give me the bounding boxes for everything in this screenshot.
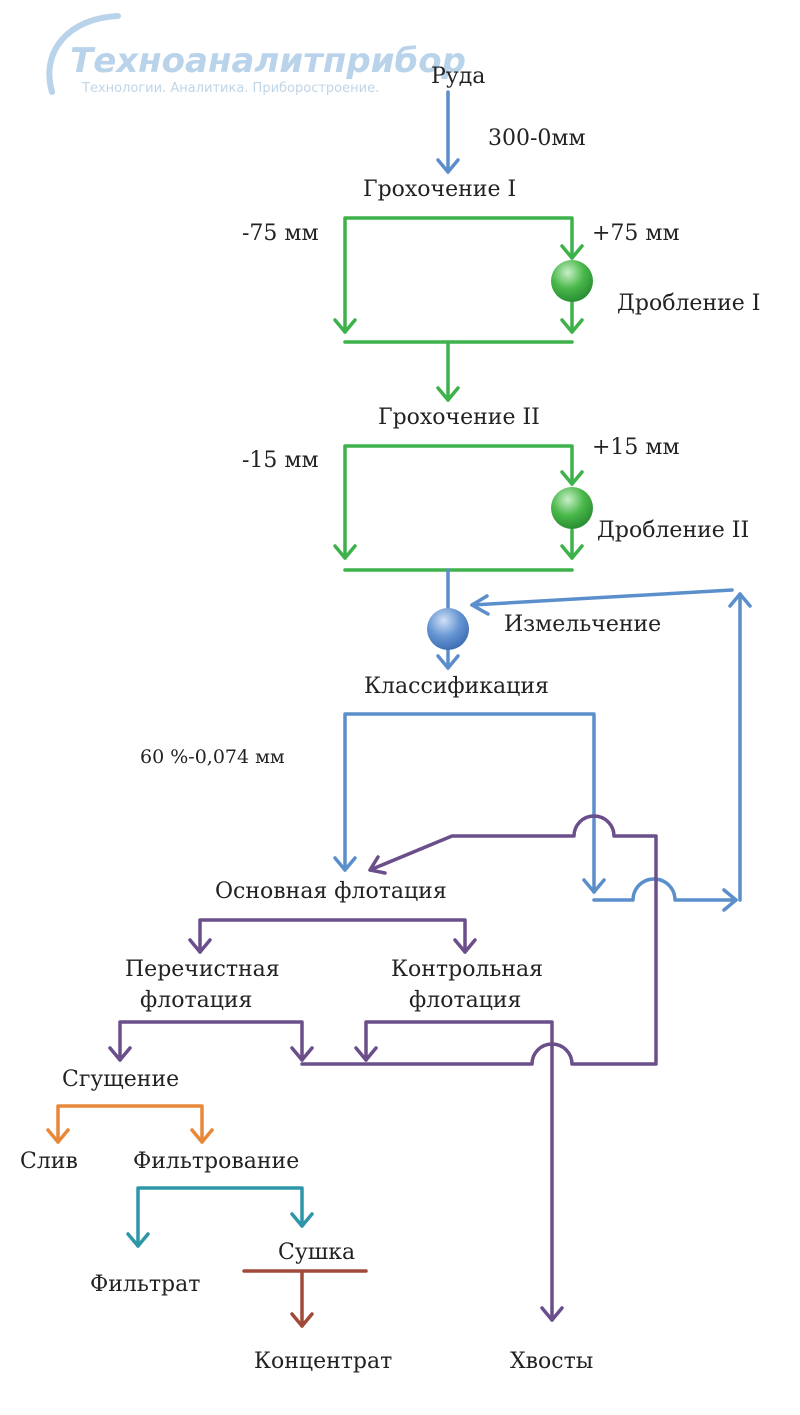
cleaner-flotation-label-line1: Перечистная [125,957,280,982]
filtering-label: Фильтрование [133,1149,299,1174]
crushing-1-label: Дробление I [617,291,760,316]
screening-2-oversize-label: +15 мм [592,435,680,460]
screening-2-arrowhead-right [560,470,584,486]
crusher-2-arrowhead [560,544,584,560]
mill-icon [427,608,469,650]
logo-swoosh [46,13,121,95]
overflow-arrowhead [46,1128,70,1144]
scavenger-tail-arrowhead [354,1046,378,1062]
filter-split-frame [136,1186,304,1248]
crusher-2-icon [551,487,593,529]
labels: Руда 300-0мм Грохочение I -75 мм +75 мм … [20,64,760,1374]
scavenger-flotation-label-line1: Контрольная [391,957,543,982]
crusher-1-arrowhead [560,318,584,334]
ore-feed-arrowhead [436,158,460,174]
classifier-frame [343,712,596,894]
filtrate-arrowhead [126,1232,150,1248]
rougher-split-arrowhead-left [188,938,212,954]
screening-1-frame [343,216,574,334]
recycle-return-arrowhead [470,594,490,616]
ore-label: Руда [431,64,485,89]
recycle-return-line [470,588,734,607]
fineness-label: 60 %-0,074 мм [140,746,285,768]
crushing-stage [333,216,584,572]
rougher-flotation-label: Основная флотация [215,879,447,904]
recycle-line [592,877,738,902]
tailings-arrowhead [540,1306,564,1322]
thickener-split-frame [56,1104,204,1144]
crushing-2-label: Дробление II [597,518,749,543]
screening-1-oversize-label: +75 мм [592,221,680,246]
grinding-label: Измельчение [504,612,661,637]
crusher-1-icon [551,260,593,302]
rougher-split-frame [198,918,467,954]
grinding-circuit [333,568,752,912]
screening-2-frame [343,444,574,560]
cleaner-split-frame [118,1020,304,1062]
screening-1-undersize-label: -75 мм [242,221,319,246]
screening-1-arrowhead-left [333,318,357,334]
cleaner-tail-arrowhead [290,1046,314,1062]
ore-feed [436,90,460,174]
thickening-stage [46,1104,214,1144]
classifier-fines-arrowhead [333,856,357,872]
screening-2-label: Грохочение II [378,405,540,430]
scavenger-split-frame [364,1020,554,1322]
classification-label: Классификация [364,674,549,699]
concentrate-arrowhead [290,1312,314,1328]
drying-stage [242,1269,368,1328]
overflow-label: Слив [20,1149,78,1174]
classifier-coarse-arrowhead [582,878,606,894]
cake-arrowhead [290,1212,314,1228]
scavenger-flotation-label-line2: флотация [409,988,521,1013]
filtering-stage [126,1186,314,1248]
mill-to-classifier-arrowhead [436,654,460,670]
rougher-split-arrowhead-right [453,938,477,954]
screening-1-arrowhead-right [560,244,584,260]
recycle-riser-arrowhead [728,592,752,608]
flotation-circuit [108,814,658,1322]
screening-1-label: Грохочение I [363,177,516,202]
recycle-arrowhead-right [722,888,738,912]
scavenger-return-arrowhead [368,855,387,875]
to-screening-2-arrowhead [436,386,460,402]
filtrate-label: Фильтрат [90,1272,200,1297]
scavenger-return-riser [368,814,658,1064]
thickening-label: Сгущение [62,1067,179,1092]
cleaner-flotation-label-line2: флотация [140,988,252,1013]
concentrate-label: Концентрат [254,1349,392,1374]
logo-name: Техноаналитприбор [70,41,466,81]
underflow-arrowhead [190,1128,214,1144]
ore-size-label: 300-0мм [488,126,586,151]
screening-2-arrowhead-left [333,544,357,560]
drying-label: Сушка [278,1240,355,1265]
flotation-collector [300,1042,658,1066]
company-logo: Техноаналитприбор Технологии. Аналитика.… [46,13,466,96]
screening-2-undersize-label: -15 мм [242,448,319,473]
cleaner-concentrate-arrowhead [108,1046,132,1062]
tailings-label: Хвосты [510,1349,593,1374]
logo-tagline: Технологии. Аналитика. Приборостроение. [81,81,379,96]
